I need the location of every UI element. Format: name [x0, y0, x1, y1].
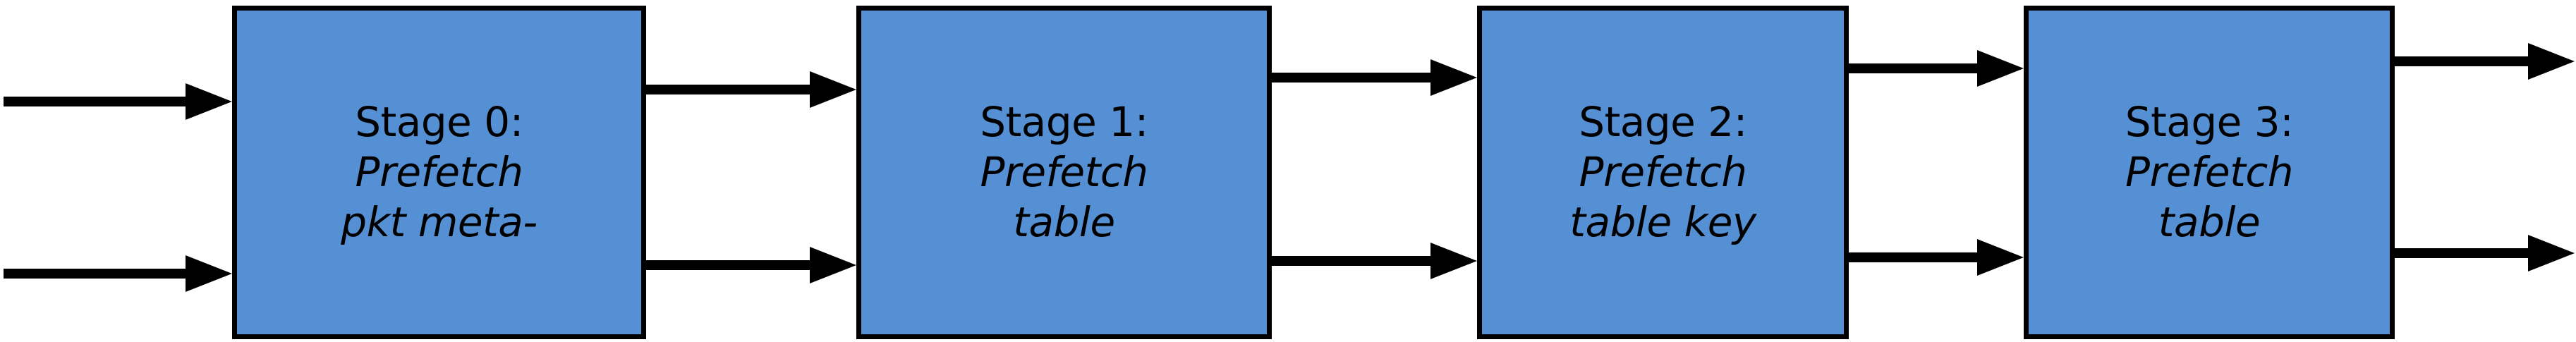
stage-0-body-line-1: pkt meta-	[341, 198, 537, 247]
stage-3-body-line-1: table	[2158, 198, 2261, 247]
stage-3-title: Stage 3:	[2125, 97, 2294, 146]
arrow-stage2-stage3-bottom	[1849, 239, 2024, 276]
output-arrow-top-head	[2528, 43, 2575, 80]
stage-2-body-line-0: Prefetch	[1579, 147, 1748, 196]
arrow-stage2-stage3-top-head	[1977, 50, 2024, 87]
output-arrow-bottom	[2395, 235, 2575, 271]
stage-3-body-line-0: Prefetch	[2125, 147, 2294, 196]
arrow-stage0-stage1-top-head	[810, 71, 856, 108]
arrow-stage2-stage3-bottom-head	[1977, 239, 2024, 276]
stage-1-body-line-1: table	[1013, 198, 1115, 247]
arrow-stage2-stage3-top	[1849, 50, 2024, 87]
input-arrow-bottom-head	[186, 255, 232, 292]
output-arrow-bottom-head	[2528, 235, 2575, 271]
stage-1-body-line-0: Prefetch	[980, 147, 1149, 196]
input-arrow-top	[4, 83, 232, 120]
arrow-stage1-stage2-bottom-head	[1430, 243, 1477, 279]
arrow-stage1-stage2-top-head	[1430, 59, 1477, 96]
stage-2-title: Stage 2:	[1579, 97, 1747, 146]
stage-0-title: Stage 0:	[355, 97, 523, 146]
arrow-stage0-stage1-bottom-head	[810, 247, 856, 283]
stage-0-body-line-0: Prefetch	[355, 147, 524, 196]
arrow-stage1-stage2-bottom	[1272, 243, 1477, 279]
arrow-stage1-stage2-top	[1272, 59, 1477, 96]
arrow-stage0-stage1-bottom	[646, 247, 856, 283]
input-arrow-top-head	[186, 83, 232, 120]
arrow-stage0-stage1-top	[646, 71, 856, 108]
stage-1-title: Stage 1:	[980, 97, 1148, 146]
input-arrow-bottom	[4, 255, 232, 292]
stage-2-body-line-1: table key	[1569, 198, 1756, 247]
output-arrow-top	[2395, 43, 2575, 80]
